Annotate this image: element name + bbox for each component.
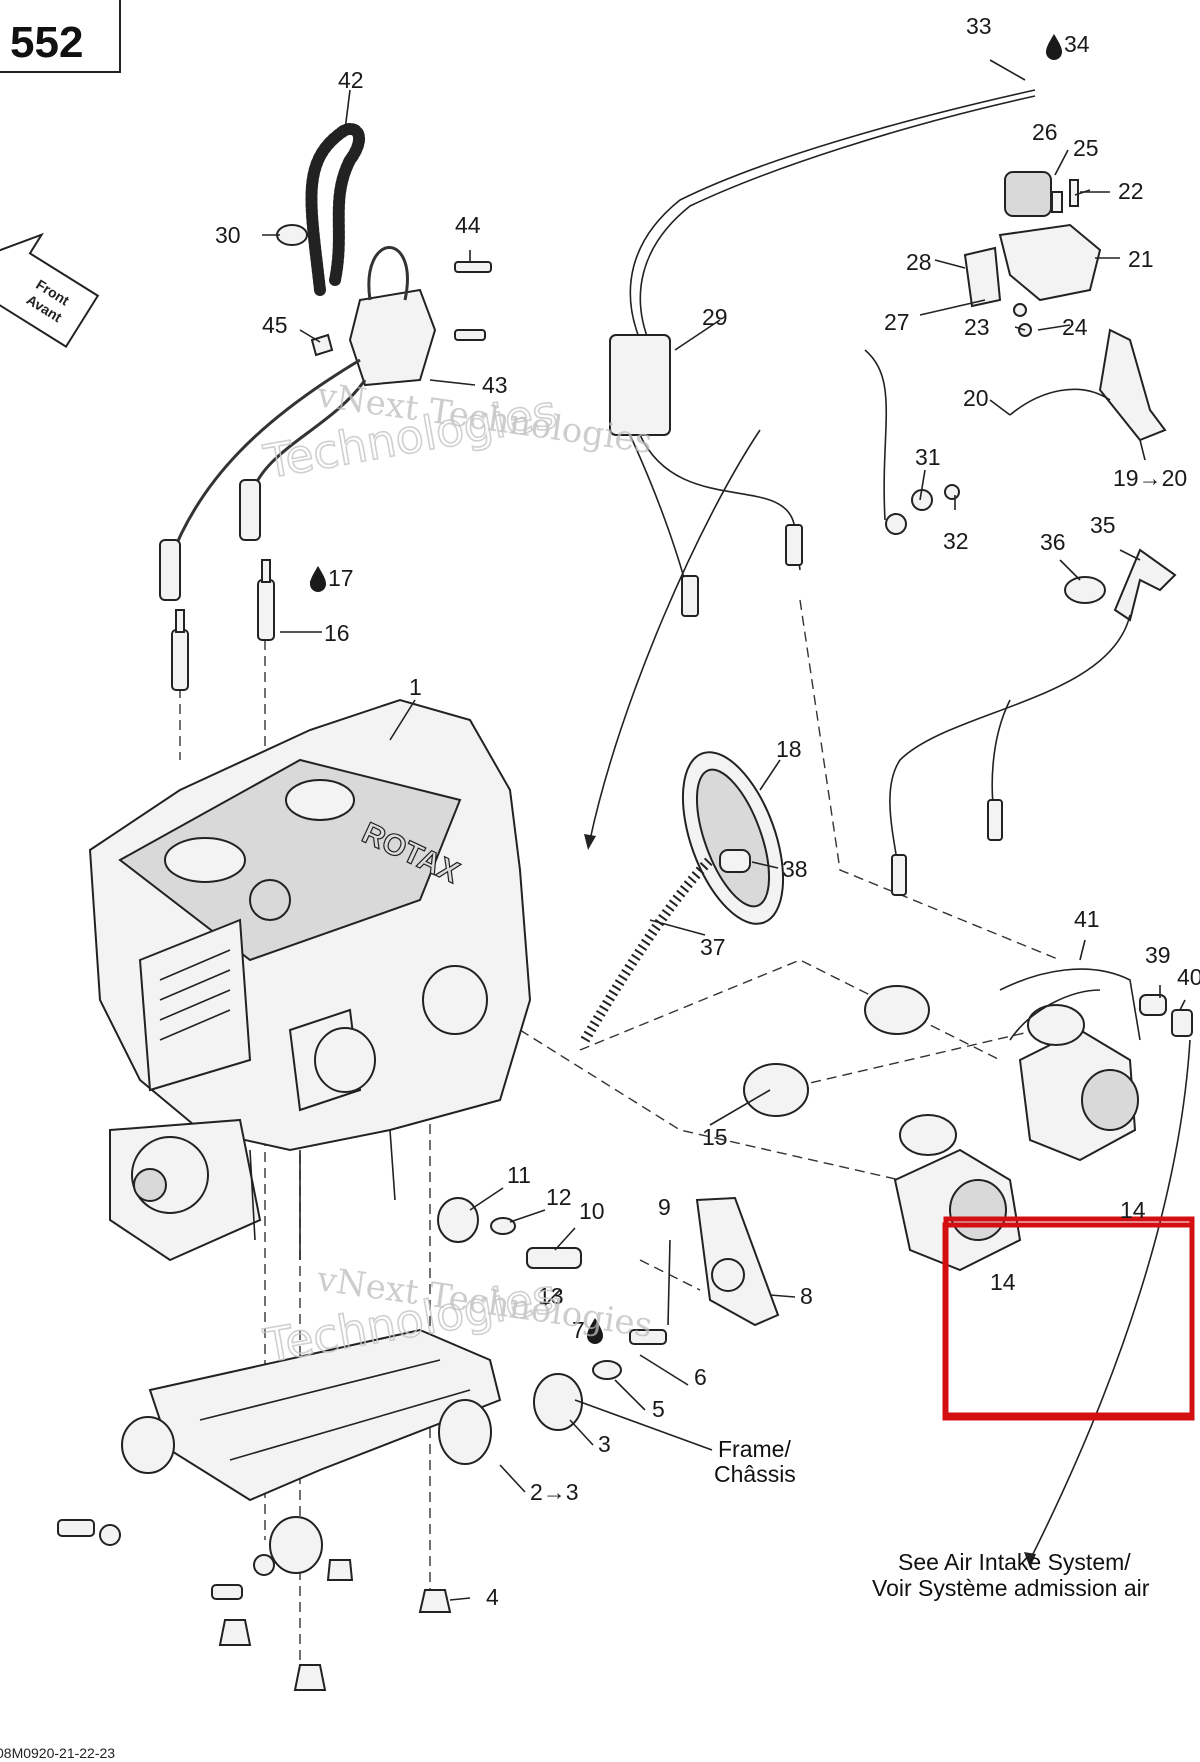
callout-11: 11 [507, 1162, 531, 1188]
callout-5: 5 [652, 1396, 665, 1422]
oil-drop-icon [1046, 34, 1062, 60]
air-intake-note-fr: Voir Système admission air [872, 1575, 1150, 1601]
ignition-coil [159, 246, 437, 601]
callout-27: 27 [884, 309, 910, 335]
callout-10: 10 [579, 1198, 605, 1224]
callout-14-left: 14 [990, 1269, 1016, 1295]
cable-harness [609, 89, 1036, 617]
frame-note-fr: Châssis [714, 1461, 796, 1487]
callout-31: 31 [915, 444, 941, 470]
callout-14-right: 14 [1120, 1197, 1146, 1223]
callout-35: 35 [1090, 512, 1116, 538]
callout-39: 39 [1145, 942, 1171, 968]
callout-32: 32 [943, 528, 969, 554]
callout-41: 41 [1074, 906, 1100, 932]
front-arrow: Front Avant [0, 232, 100, 349]
callout-23: 23 [964, 314, 990, 340]
callout-44: 44 [455, 212, 481, 238]
engine-mount-parts [57, 1196, 780, 1691]
callout-43: 43 [482, 372, 508, 398]
callout-20: 20 [963, 385, 989, 411]
callout-42: 42 [338, 67, 364, 93]
callout-25: 25 [1073, 135, 1099, 161]
callout-26: 26 [1032, 119, 1058, 145]
page-number-box: 552 [0, 0, 121, 73]
callout-30: 30 [215, 222, 241, 248]
callout-8: 8 [800, 1283, 813, 1309]
callout-1: 1 [409, 674, 422, 700]
callout-2-3: 2→3 [530, 1479, 579, 1505]
air-intake-note: See Air Intake System/ Voir Système admi… [872, 1549, 1150, 1601]
page-number: 552 [10, 18, 83, 67]
small-parts-top-left [276, 224, 492, 357]
air-intake-note-en: See Air Intake System/ [898, 1549, 1131, 1575]
callout-3: 3 [598, 1431, 611, 1457]
callout-33: 33 [966, 13, 992, 39]
oil-drop-icon [587, 1318, 603, 1344]
callout-7-group: 7 [572, 1317, 603, 1344]
callout-21: 21 [1128, 246, 1154, 272]
callout-40: 40 [1177, 964, 1200, 990]
throttle-housing [963, 171, 1102, 337]
callout-13: 13 [538, 1283, 564, 1309]
callout-15: 15 [702, 1124, 728, 1150]
carburetors [743, 968, 1193, 1272]
callout-38: 38 [782, 856, 808, 882]
callout-12: 12 [546, 1184, 572, 1210]
callout-24: 24 [1062, 314, 1088, 340]
callout-17: 17 [328, 565, 354, 591]
callout-34-group: 34 [1046, 31, 1090, 60]
hose-42 [305, 123, 365, 296]
choke-cable [889, 548, 1177, 896]
callout-37: 37 [700, 934, 726, 960]
frame-note: Frame/ Châssis [714, 1436, 796, 1487]
callout-6: 6 [694, 1364, 707, 1390]
callout-19-20: 19→20 [1113, 465, 1187, 491]
highlight-boxes [942, 1216, 1195, 1421]
callout-16: 16 [324, 620, 350, 646]
callout-17-group: 17 [310, 565, 354, 592]
throttle-lever [1009, 328, 1167, 442]
callout-29: 29 [702, 304, 728, 330]
leader-lines [262, 59, 1186, 1601]
callout-36: 36 [1040, 529, 1066, 555]
callout-22: 22 [1118, 178, 1144, 204]
callout-9: 9 [658, 1194, 671, 1220]
spark-plugs [171, 559, 275, 691]
callout-labels: 42 30 44 45 43 29 33 34 26 25 22 21 28 2… [215, 13, 1200, 1610]
callout-28: 28 [906, 249, 932, 275]
frame-note-en: Frame/ [718, 1436, 791, 1462]
callout-7: 7 [572, 1317, 585, 1343]
callout-45: 45 [262, 312, 288, 338]
engine-block: ROTAX [88, 698, 532, 1262]
callout-4: 4 [486, 1584, 499, 1610]
drawing-code: 08M0920-21-22-23 [0, 1745, 115, 1761]
air-filter-parts [580, 751, 785, 1043]
callout-34: 34 [1064, 31, 1090, 57]
callout-18: 18 [776, 736, 802, 762]
oil-drop-icon [310, 566, 326, 592]
